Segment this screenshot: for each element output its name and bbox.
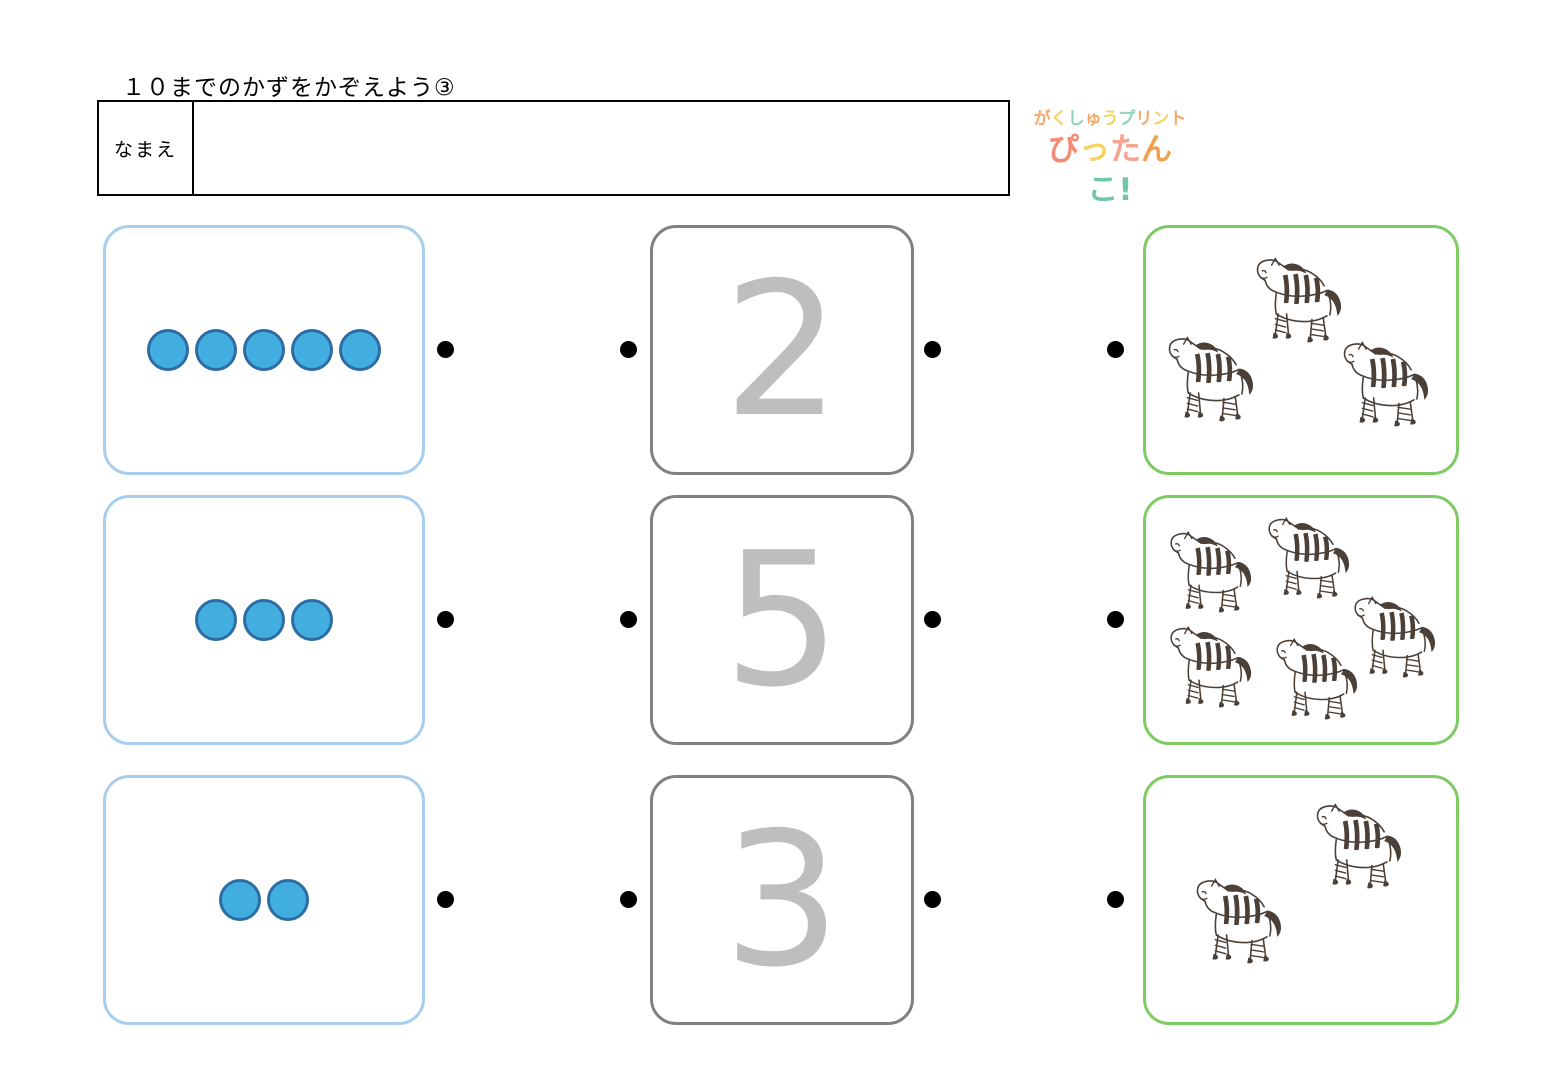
counting-dot — [291, 329, 333, 371]
zebra-card[interactable] — [1143, 225, 1459, 475]
connector-dot[interactable] — [620, 341, 637, 358]
dot-group — [106, 228, 422, 472]
connector-dot[interactable] — [924, 611, 941, 628]
zebra-icon — [1158, 526, 1258, 614]
match-row-3: 3 — [0, 775, 1560, 1025]
connector-dot[interactable] — [437, 891, 454, 908]
name-box: なまえ — [97, 100, 1010, 196]
zebra-icon — [1342, 591, 1442, 679]
dot-group — [106, 498, 422, 742]
connector-dot[interactable] — [924, 341, 941, 358]
dot-group — [106, 778, 422, 1022]
counting-dot — [243, 329, 285, 371]
logo-line-1: がくしゅうプリント — [1033, 109, 1187, 129]
dots-card[interactable] — [103, 225, 425, 475]
zebra-icon — [1184, 873, 1288, 965]
zebra-icon — [1158, 621, 1258, 709]
zebra-icon — [1331, 336, 1435, 428]
numeral-value: 5 — [723, 511, 841, 728]
counting-dot — [147, 329, 189, 371]
page-title: １０までのかずをかぞえよう③ — [122, 75, 456, 101]
counting-dot — [267, 879, 309, 921]
zebra-icon — [1264, 633, 1364, 721]
connector-dot[interactable] — [437, 341, 454, 358]
connector-dot[interactable] — [1107, 891, 1124, 908]
dots-card[interactable] — [103, 775, 425, 1025]
name-label: なまえ — [99, 102, 194, 194]
logo-line-2: ぴったんこ! — [1048, 132, 1172, 208]
zebra-card[interactable] — [1143, 775, 1459, 1025]
connector-dot[interactable] — [924, 891, 941, 908]
zebra-icon — [1304, 798, 1408, 890]
counting-dot — [291, 599, 333, 641]
numeral-card[interactable]: 2 — [650, 225, 914, 475]
name-input-area[interactable] — [194, 102, 1008, 194]
zebra-card[interactable] — [1143, 495, 1459, 745]
connector-dot[interactable] — [437, 611, 454, 628]
zebra-icon — [1256, 512, 1356, 600]
dots-card[interactable] — [103, 495, 425, 745]
brand-logo: がくしゅうプリント ぴったんこ! — [1030, 108, 1190, 208]
connector-dot[interactable] — [620, 611, 637, 628]
match-row-1: 2 — [0, 225, 1560, 475]
numeral-value: 3 — [723, 791, 841, 1008]
numeral-card[interactable]: 3 — [650, 775, 914, 1025]
counting-dot — [243, 599, 285, 641]
counting-dot — [195, 329, 237, 371]
zebra-icon — [1244, 252, 1348, 344]
numeral-card[interactable]: 5 — [650, 495, 914, 745]
connector-dot[interactable] — [620, 891, 637, 908]
counting-dot — [219, 879, 261, 921]
numeral-value: 2 — [723, 241, 841, 458]
counting-dot — [195, 599, 237, 641]
zebra-icon — [1156, 331, 1260, 423]
counting-dot — [339, 329, 381, 371]
connector-dot[interactable] — [1107, 611, 1124, 628]
match-row-2: 5 — [0, 495, 1560, 745]
connector-dot[interactable] — [1107, 341, 1124, 358]
